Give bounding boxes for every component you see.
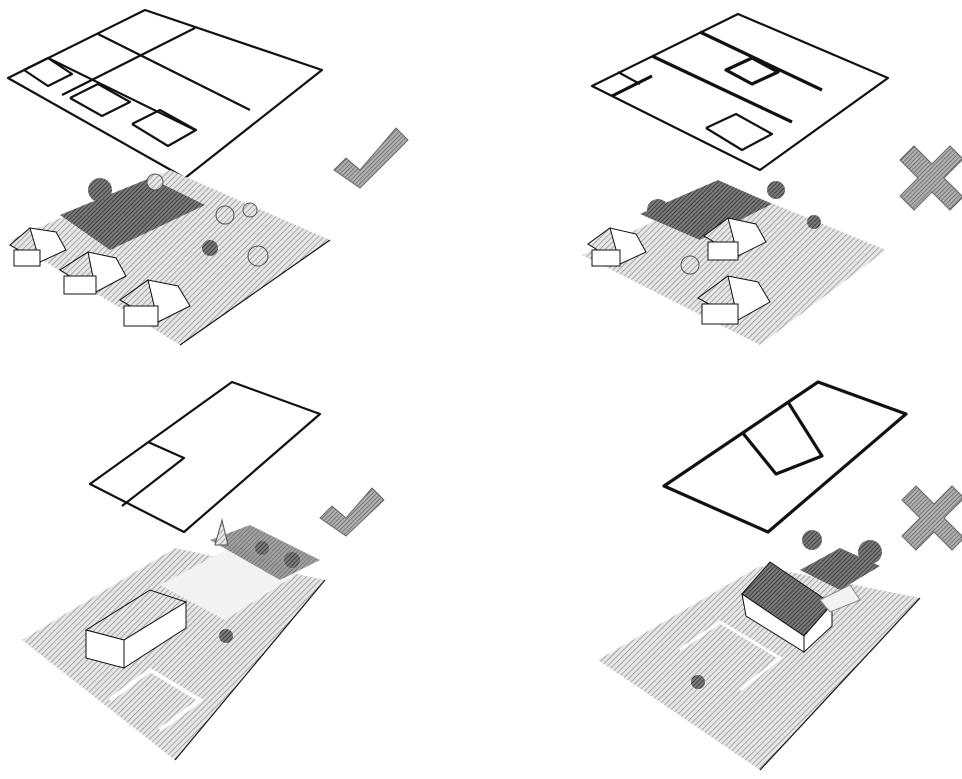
panel-bottom-right (598, 382, 962, 770)
cross-mark-icon (902, 486, 962, 550)
plan-outline (664, 382, 906, 532)
check-mark-icon (334, 128, 408, 188)
isometric-site-model (10, 170, 330, 345)
isometric-site-model (598, 530, 920, 770)
plan-outline (90, 382, 320, 532)
panel-top-left (8, 10, 408, 345)
panel-bottom-left (22, 382, 384, 760)
panel-top-right (582, 14, 962, 345)
isometric-site-model (582, 180, 886, 345)
plan-outline (8, 10, 322, 178)
cross-mark-icon (900, 146, 962, 210)
plan-outline (592, 14, 888, 170)
isometric-site-model (22, 520, 325, 760)
check-mark-icon (320, 488, 384, 536)
